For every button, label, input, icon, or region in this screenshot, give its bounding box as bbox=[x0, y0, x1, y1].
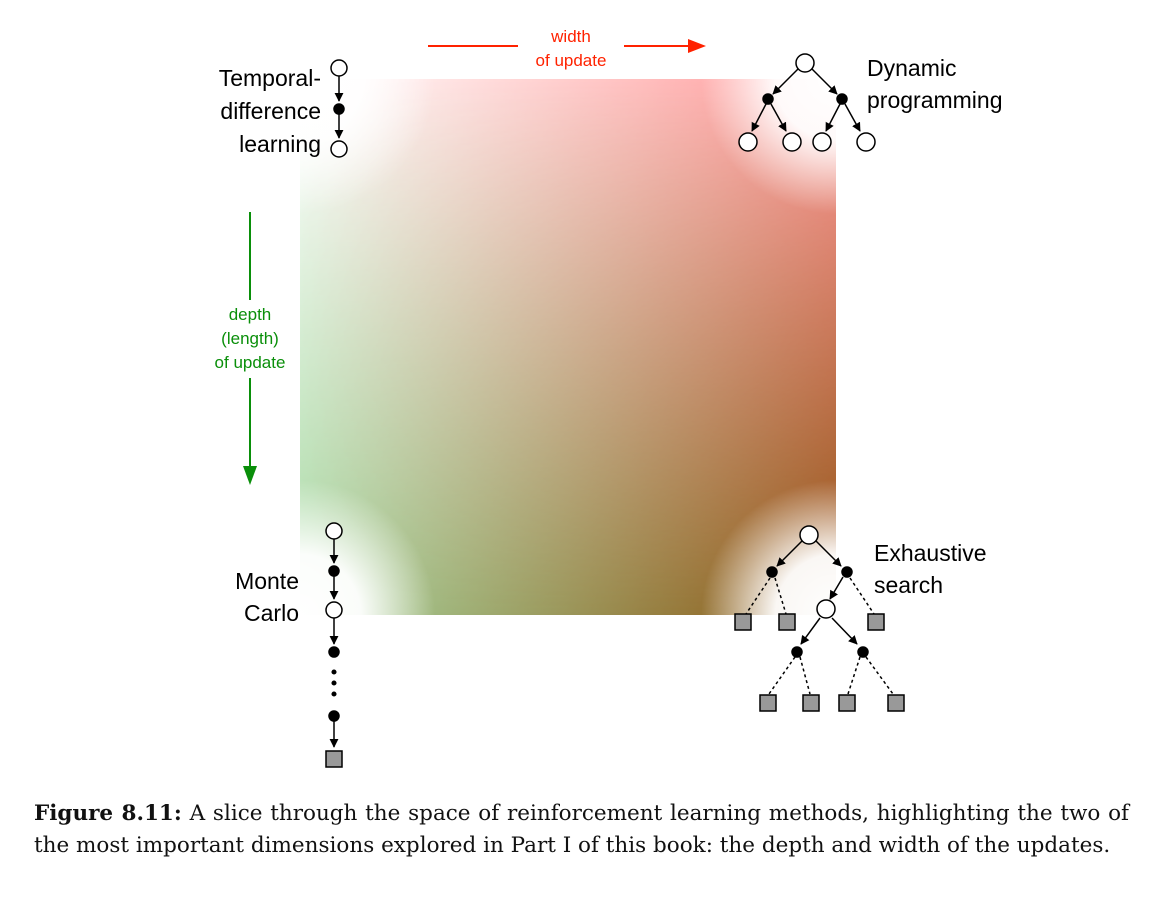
td-action-node bbox=[333, 103, 345, 115]
es-terminal-node bbox=[867, 613, 885, 631]
mc-backup-diagram bbox=[325, 522, 343, 768]
es-label: Exhaustive search bbox=[874, 540, 987, 598]
es-terminal-node bbox=[734, 613, 752, 631]
mc-label-2: Carlo bbox=[244, 600, 299, 626]
mc-action-node bbox=[328, 565, 340, 577]
es-backup-diagram bbox=[734, 525, 905, 712]
dp-backup-diagram bbox=[738, 53, 876, 152]
dp-action-node bbox=[762, 93, 774, 105]
width-arrow-label-2: of update bbox=[536, 51, 607, 70]
mc-ellipsis-dot bbox=[331, 680, 337, 686]
mc-action-node bbox=[328, 646, 340, 658]
es-action-node bbox=[791, 646, 803, 658]
es-terminal-node bbox=[778, 613, 796, 631]
dp-leaf-node bbox=[738, 132, 758, 152]
mc-label-1: Monte bbox=[235, 568, 299, 594]
width-arrow-label-1: width bbox=[550, 27, 591, 46]
dp-label: Dynamic programming bbox=[867, 55, 1003, 113]
es-label-1: Exhaustive bbox=[874, 540, 987, 566]
rl-methods-diagram: width of update depth (length) of update… bbox=[215, 27, 1003, 768]
mc-ellipsis-dot bbox=[331, 691, 337, 697]
td-backup-diagram bbox=[330, 59, 348, 158]
dp-corner-fade bbox=[701, 79, 836, 214]
es-state-node bbox=[816, 599, 836, 619]
es-terminal-node bbox=[838, 694, 856, 712]
td-state-node bbox=[330, 59, 348, 77]
caption-text: A slice through the space of reinforceme… bbox=[34, 801, 1129, 858]
mc-state-node bbox=[325, 601, 343, 619]
es-action-node bbox=[841, 566, 853, 578]
mc-ellipsis-dot bbox=[331, 669, 337, 675]
depth-arrow-label-1: depth bbox=[229, 305, 272, 324]
method-space-square bbox=[300, 79, 836, 615]
es-label-2: search bbox=[874, 572, 943, 598]
es-corner-fade bbox=[701, 480, 836, 615]
dp-root-node bbox=[795, 53, 815, 73]
caption-label: Figure 8.11: bbox=[34, 801, 182, 826]
es-terminal-node bbox=[802, 694, 820, 712]
es-action-node bbox=[766, 566, 778, 578]
depth-arrow-label-3: of update bbox=[215, 353, 286, 372]
es-terminal-node bbox=[759, 694, 777, 712]
es-terminal-node bbox=[887, 694, 905, 712]
dp-leaf-node bbox=[812, 132, 832, 152]
es-root-node bbox=[799, 525, 819, 545]
dp-leaf-node bbox=[856, 132, 876, 152]
td-corner-fade bbox=[300, 79, 435, 214]
mc-action-node bbox=[328, 710, 340, 722]
mc-label: Monte Carlo bbox=[235, 568, 299, 626]
figure-caption: Figure 8.11: A slice through the space o… bbox=[34, 798, 1129, 862]
dp-action-node bbox=[836, 93, 848, 105]
td-next-state-node bbox=[330, 140, 348, 158]
td-label-2: difference bbox=[220, 98, 321, 124]
dp-label-1: Dynamic bbox=[867, 55, 956, 81]
mc-terminal-node bbox=[325, 750, 343, 768]
td-label-3: learning bbox=[239, 131, 321, 157]
dp-leaf-node bbox=[782, 132, 802, 152]
dp-label-2: programming bbox=[867, 87, 1003, 113]
td-label: Temporal- difference learning bbox=[219, 65, 321, 157]
depth-arrow-label-2: (length) bbox=[221, 329, 279, 348]
mc-corner-fade bbox=[300, 480, 435, 615]
width-arrow: width of update bbox=[428, 27, 706, 70]
td-label-1: Temporal- bbox=[219, 65, 321, 91]
depth-arrow: depth (length) of update bbox=[215, 212, 286, 485]
mc-state-node bbox=[325, 522, 343, 540]
es-action-node bbox=[857, 646, 869, 658]
